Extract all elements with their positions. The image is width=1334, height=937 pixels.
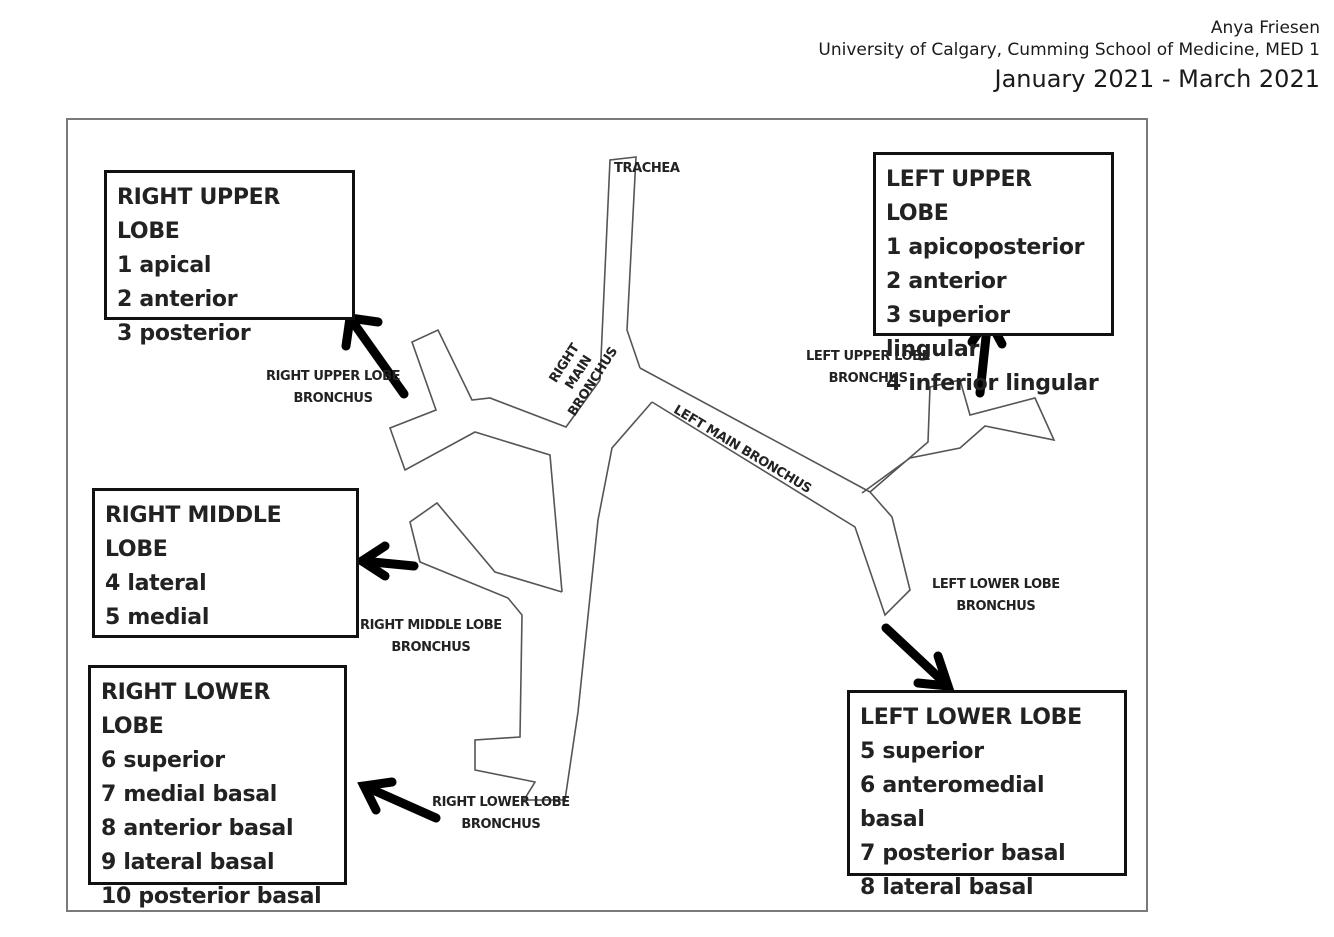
right-lower-lobe-box: RIGHT LOWER LOBE 6 superior 7 medial bas… bbox=[88, 665, 347, 909]
segment-item: 3 superior lingular bbox=[886, 303, 1010, 362]
diagram-frame bbox=[66, 118, 1148, 912]
lobe-title: LEFT LOWER LOBE bbox=[860, 705, 1082, 730]
lobe-title: RIGHT LOWER LOBE bbox=[101, 680, 271, 739]
arrow-right-lower bbox=[357, 777, 441, 823]
right-middle-lobe-box: RIGHT MIDDLE LOBE 4 lateral 5 medial bbox=[92, 488, 359, 638]
segment-item: 9 lateral basal bbox=[101, 850, 275, 875]
right-lower-lobe-bronchus-label: RIGHT LOWER LOBE BRONCHUS bbox=[432, 795, 570, 832]
right-lower-branch-outline bbox=[409, 401, 653, 801]
left-lower-branch-outline bbox=[651, 401, 911, 617]
date-range: January 2021 - March 2021 bbox=[994, 65, 1320, 93]
segment-item: 2 anterior bbox=[886, 269, 1007, 294]
arrow-right-middle bbox=[353, 541, 419, 581]
segment-item: 7 medial basal bbox=[101, 782, 278, 807]
segment-item: 2 anterior bbox=[117, 287, 238, 312]
trachea-outline bbox=[599, 156, 641, 381]
segment-item: 7 posterior basal bbox=[860, 841, 1066, 866]
lobe-title: LEFT UPPER LOBE bbox=[886, 167, 1032, 226]
segment-item: 4 lateral bbox=[105, 571, 207, 596]
right-upper-branch-outline bbox=[388, 328, 601, 593]
segment-item: 5 superior bbox=[860, 739, 984, 764]
segment-item: 8 anterior basal bbox=[101, 816, 294, 841]
left-upper-lobe-box: LEFT UPPER LOBE 1 apicoposterior 2 anter… bbox=[873, 152, 1114, 396]
left-upper-branch-outline bbox=[639, 367, 1056, 494]
left-lower-lobe-bronchus-label: LEFT LOWER LOBE BRONCHUS bbox=[932, 577, 1060, 614]
arrow-left-lower bbox=[881, 623, 955, 692]
segment-item: 6 anteromedial basal bbox=[860, 773, 1045, 832]
segment-item: 5 medial bbox=[105, 605, 210, 630]
segment-item: 6 superior bbox=[101, 748, 225, 773]
arrows bbox=[341, 309, 1007, 823]
left-lower-lobe-box: LEFT LOWER LOBE 5 superior 6 anteromedia… bbox=[847, 690, 1127, 900]
segment-item: 1 apical bbox=[117, 253, 212, 278]
trachea-label: TRACHEA bbox=[614, 161, 680, 176]
segment-item: 1 apicoposterior bbox=[886, 235, 1085, 260]
right-upper-lobe-box: RIGHT UPPER LOBE 1 apical 2 anterior 3 p… bbox=[104, 170, 355, 346]
affiliation: University of Calgary, Cumming School of… bbox=[818, 40, 1320, 60]
left-upper-lobe-bronchus-label: LEFT UPPER LOBE BRONCHUS bbox=[806, 349, 931, 386]
lobe-title: RIGHT UPPER LOBE bbox=[117, 185, 281, 244]
right-middle-lobe-bronchus-label: RIGHT MIDDLE LOBE BRONCHUS bbox=[360, 618, 502, 655]
author-name: Anya Friesen bbox=[1210, 18, 1320, 38]
segment-item: 10 posterior basal bbox=[101, 884, 322, 909]
segment-item: 3 posterior bbox=[117, 321, 251, 346]
header: Anya Friesen University of Calgary, Cumm… bbox=[818, 18, 1320, 96]
right-upper-lobe-bronchus-label: RIGHT UPPER LOBE BRONCHUS bbox=[266, 369, 401, 406]
segment-item: 8 lateral basal bbox=[860, 875, 1034, 900]
lobe-title: RIGHT MIDDLE LOBE bbox=[105, 503, 282, 562]
segment-item: 4 inferior lingular bbox=[886, 371, 1099, 396]
